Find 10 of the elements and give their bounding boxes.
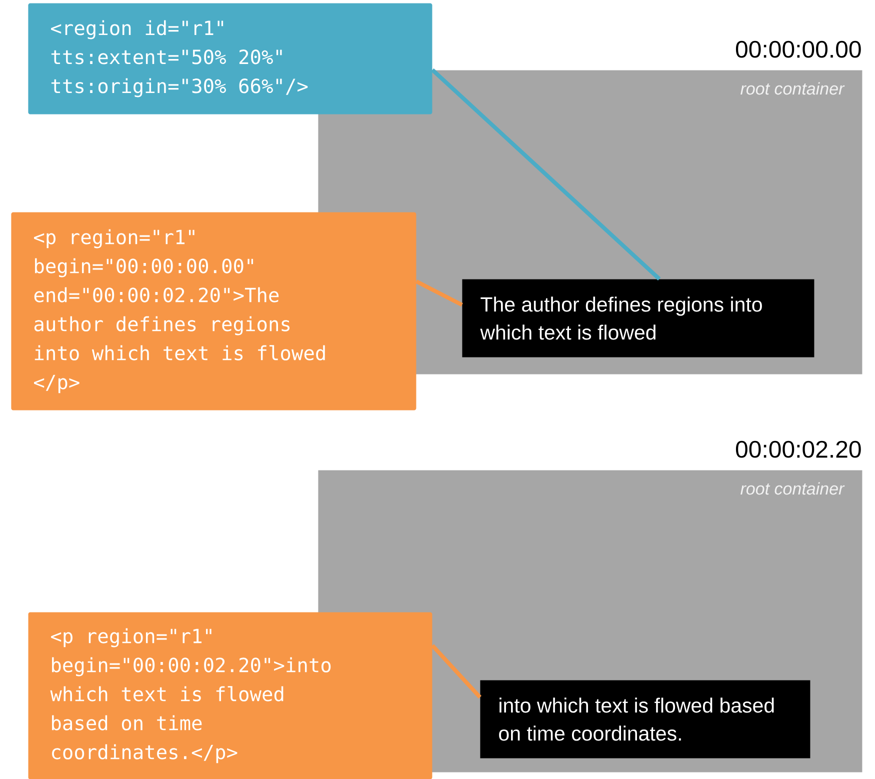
caption-box: The author defines regions into which text is flowed: [462, 279, 814, 358]
code-box: <region id="r1" tts:extent="50% 20%" tts:origin="30% 66%"/>: [28, 3, 432, 114]
leader-line: [430, 644, 482, 699]
code-box: <p region="r1" begin="00:00:02.20">into which text is flowed based on time coordinates.</p>: [28, 612, 432, 779]
code-box: <p region="r1" begin="00:00:00.00" end="00:00:02.20">The author defines regions into which text is flowed </p>: [11, 212, 416, 410]
timecode: 00:00:02.20: [736, 440, 861, 458]
caption-box: into which text is flowed based on time coordinates.: [480, 680, 810, 758]
leader-line: [431, 68, 661, 280]
timecode: 00:00:00.00: [736, 40, 861, 58]
leader-line: [416, 280, 463, 307]
